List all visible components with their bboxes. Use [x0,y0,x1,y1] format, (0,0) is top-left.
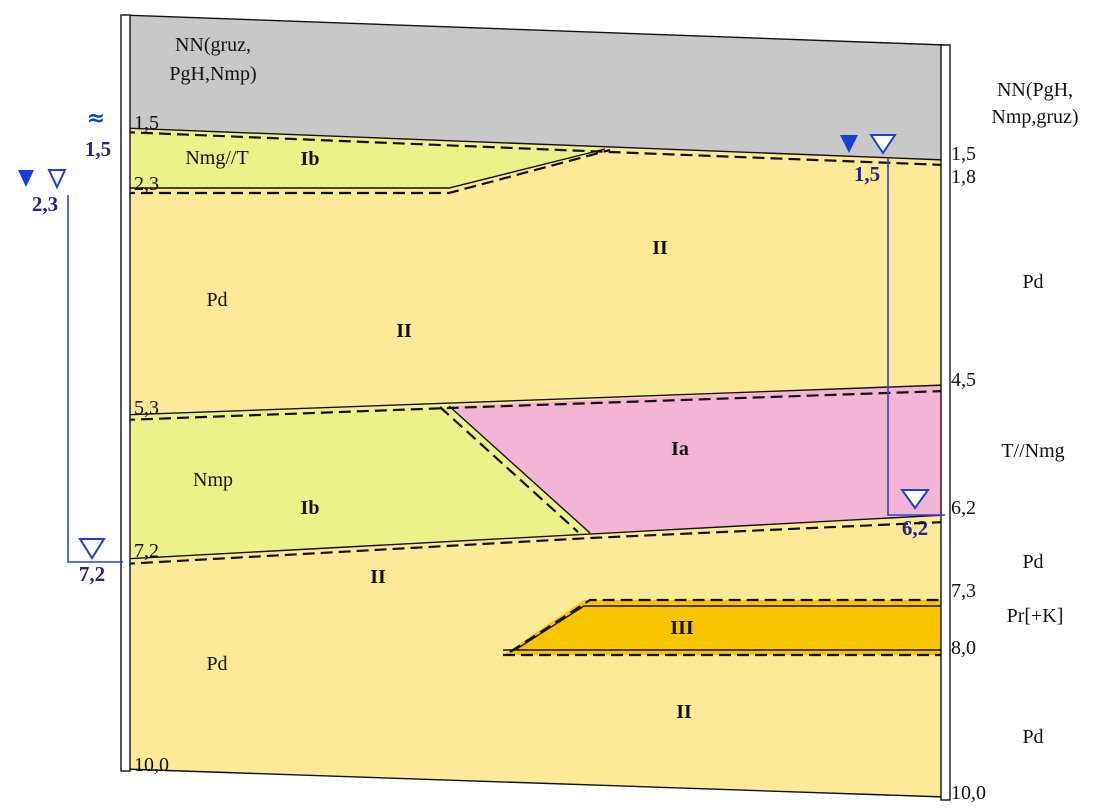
right-depth-7: 10,0 [951,782,986,804]
left-water-appeared-level: 2,3 [32,192,58,216]
left-water-established-icon [78,538,106,560]
boundary-line-4-5 [122,384,946,416]
right-depth-2: 1,8 [951,166,976,188]
made-ground-base-line [122,127,946,161]
right-depth-6: 8,0 [951,637,976,659]
ib-ia-contact-line [448,405,591,534]
right-top-label-line1: NN(PgH, [997,79,1073,101]
right-depth-4: 6,2 [951,497,976,519]
right-top-label-line2: Nmp,gruz) [991,106,1078,128]
right-water-appeared-level: 1,5 [854,162,880,186]
left-layer-label-middle: Pd [206,289,227,311]
left-top-label-line2: PgH,Nmp) [169,63,256,85]
ege-label-ii-left: II [396,320,412,342]
ege-label-ii-lower: II [370,566,386,588]
right-water-established-level: 6,2 [902,516,928,540]
left-water-line [67,195,123,563]
right-layer-label-1: Pd [1022,271,1043,293]
left-top-label-line1: NN(gruz, [175,34,251,56]
boundary-dashed-4-5 [122,389,946,422]
boundary-dashed-7-2 [122,520,946,566]
left-seepage-level: 1,5 [85,137,111,161]
left-depth-1: 1,5 [134,112,159,134]
right-layer-label-5: Pd [1022,726,1043,748]
layer-ia [449,385,945,533]
layer-ib-upper [123,128,610,188]
left-depth-4: 7,2 [134,540,159,562]
iii-top-dashed [509,598,945,653]
made-ground-base-dashed [122,130,946,167]
ib-upper-base-dashed [123,148,611,195]
ege-label-ib-upper: Ib [301,148,320,170]
right-water-marker-icon [869,134,897,155]
seepage-wave-icon: ≈ [87,106,105,131]
right-depth-3: 4,5 [951,369,976,391]
boundary-line-7-2 [122,514,946,560]
ege-label-ii-bottom: II [676,701,692,723]
left-water-marker-icon [47,169,67,190]
left-layer-label-upper: Nmg//T [185,147,248,169]
right-water-appeared-icon [840,135,858,153]
right-depth-1: 1,5 [951,143,976,165]
right-layer-label-2: T//Nmg [1001,440,1064,462]
right-layer-label-4: Pr[+K] [1007,605,1064,627]
left-layer-label-lower: Nmp [193,469,233,491]
section-bottom-line [122,768,946,798]
ib-upper-base-line [123,148,606,189]
ege-label-ii-right: II [652,237,668,259]
ege-label-ia: Ia [671,438,689,460]
left-water-appeared-icon [18,170,34,187]
right-depth-5: 7,3 [951,580,976,602]
left-depth-3: 5,3 [134,397,159,419]
left-borehole-column [120,14,131,772]
iii-top-line [514,605,945,651]
ground-surface-line [122,14,946,46]
ege-label-ib-lower: Ib [301,497,320,519]
layer-ib-lower [123,406,590,559]
left-depth-2: 2,3 [134,173,159,195]
right-water-established-icon [900,489,930,510]
ib-ia-contact-dashed [439,406,579,533]
left-water-established-level: 7,2 [79,562,105,586]
right-borehole-column [940,44,951,801]
right-layer-label-3: Pd [1022,551,1043,573]
layer-iii-lens [503,600,945,655]
ege-label-iii: III [670,617,694,639]
made-ground-layer [123,15,945,160]
left-layer-label-bottom: Pd [206,653,227,675]
right-water-line [887,158,945,516]
left-depth-5: 10,0 [134,754,169,776]
